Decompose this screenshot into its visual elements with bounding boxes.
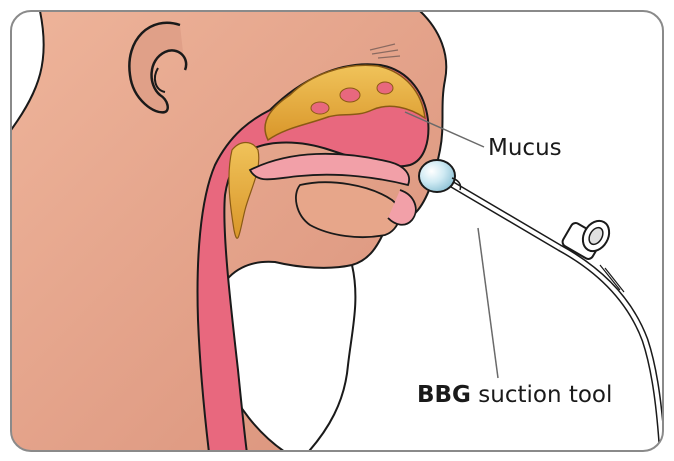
mucus-label: Mucus	[488, 137, 562, 160]
suction-tool-label: BBG suction tool	[417, 384, 612, 407]
suction-tool-text: suction tool	[471, 382, 612, 408]
suction-tool-brand: BBG	[417, 382, 471, 408]
